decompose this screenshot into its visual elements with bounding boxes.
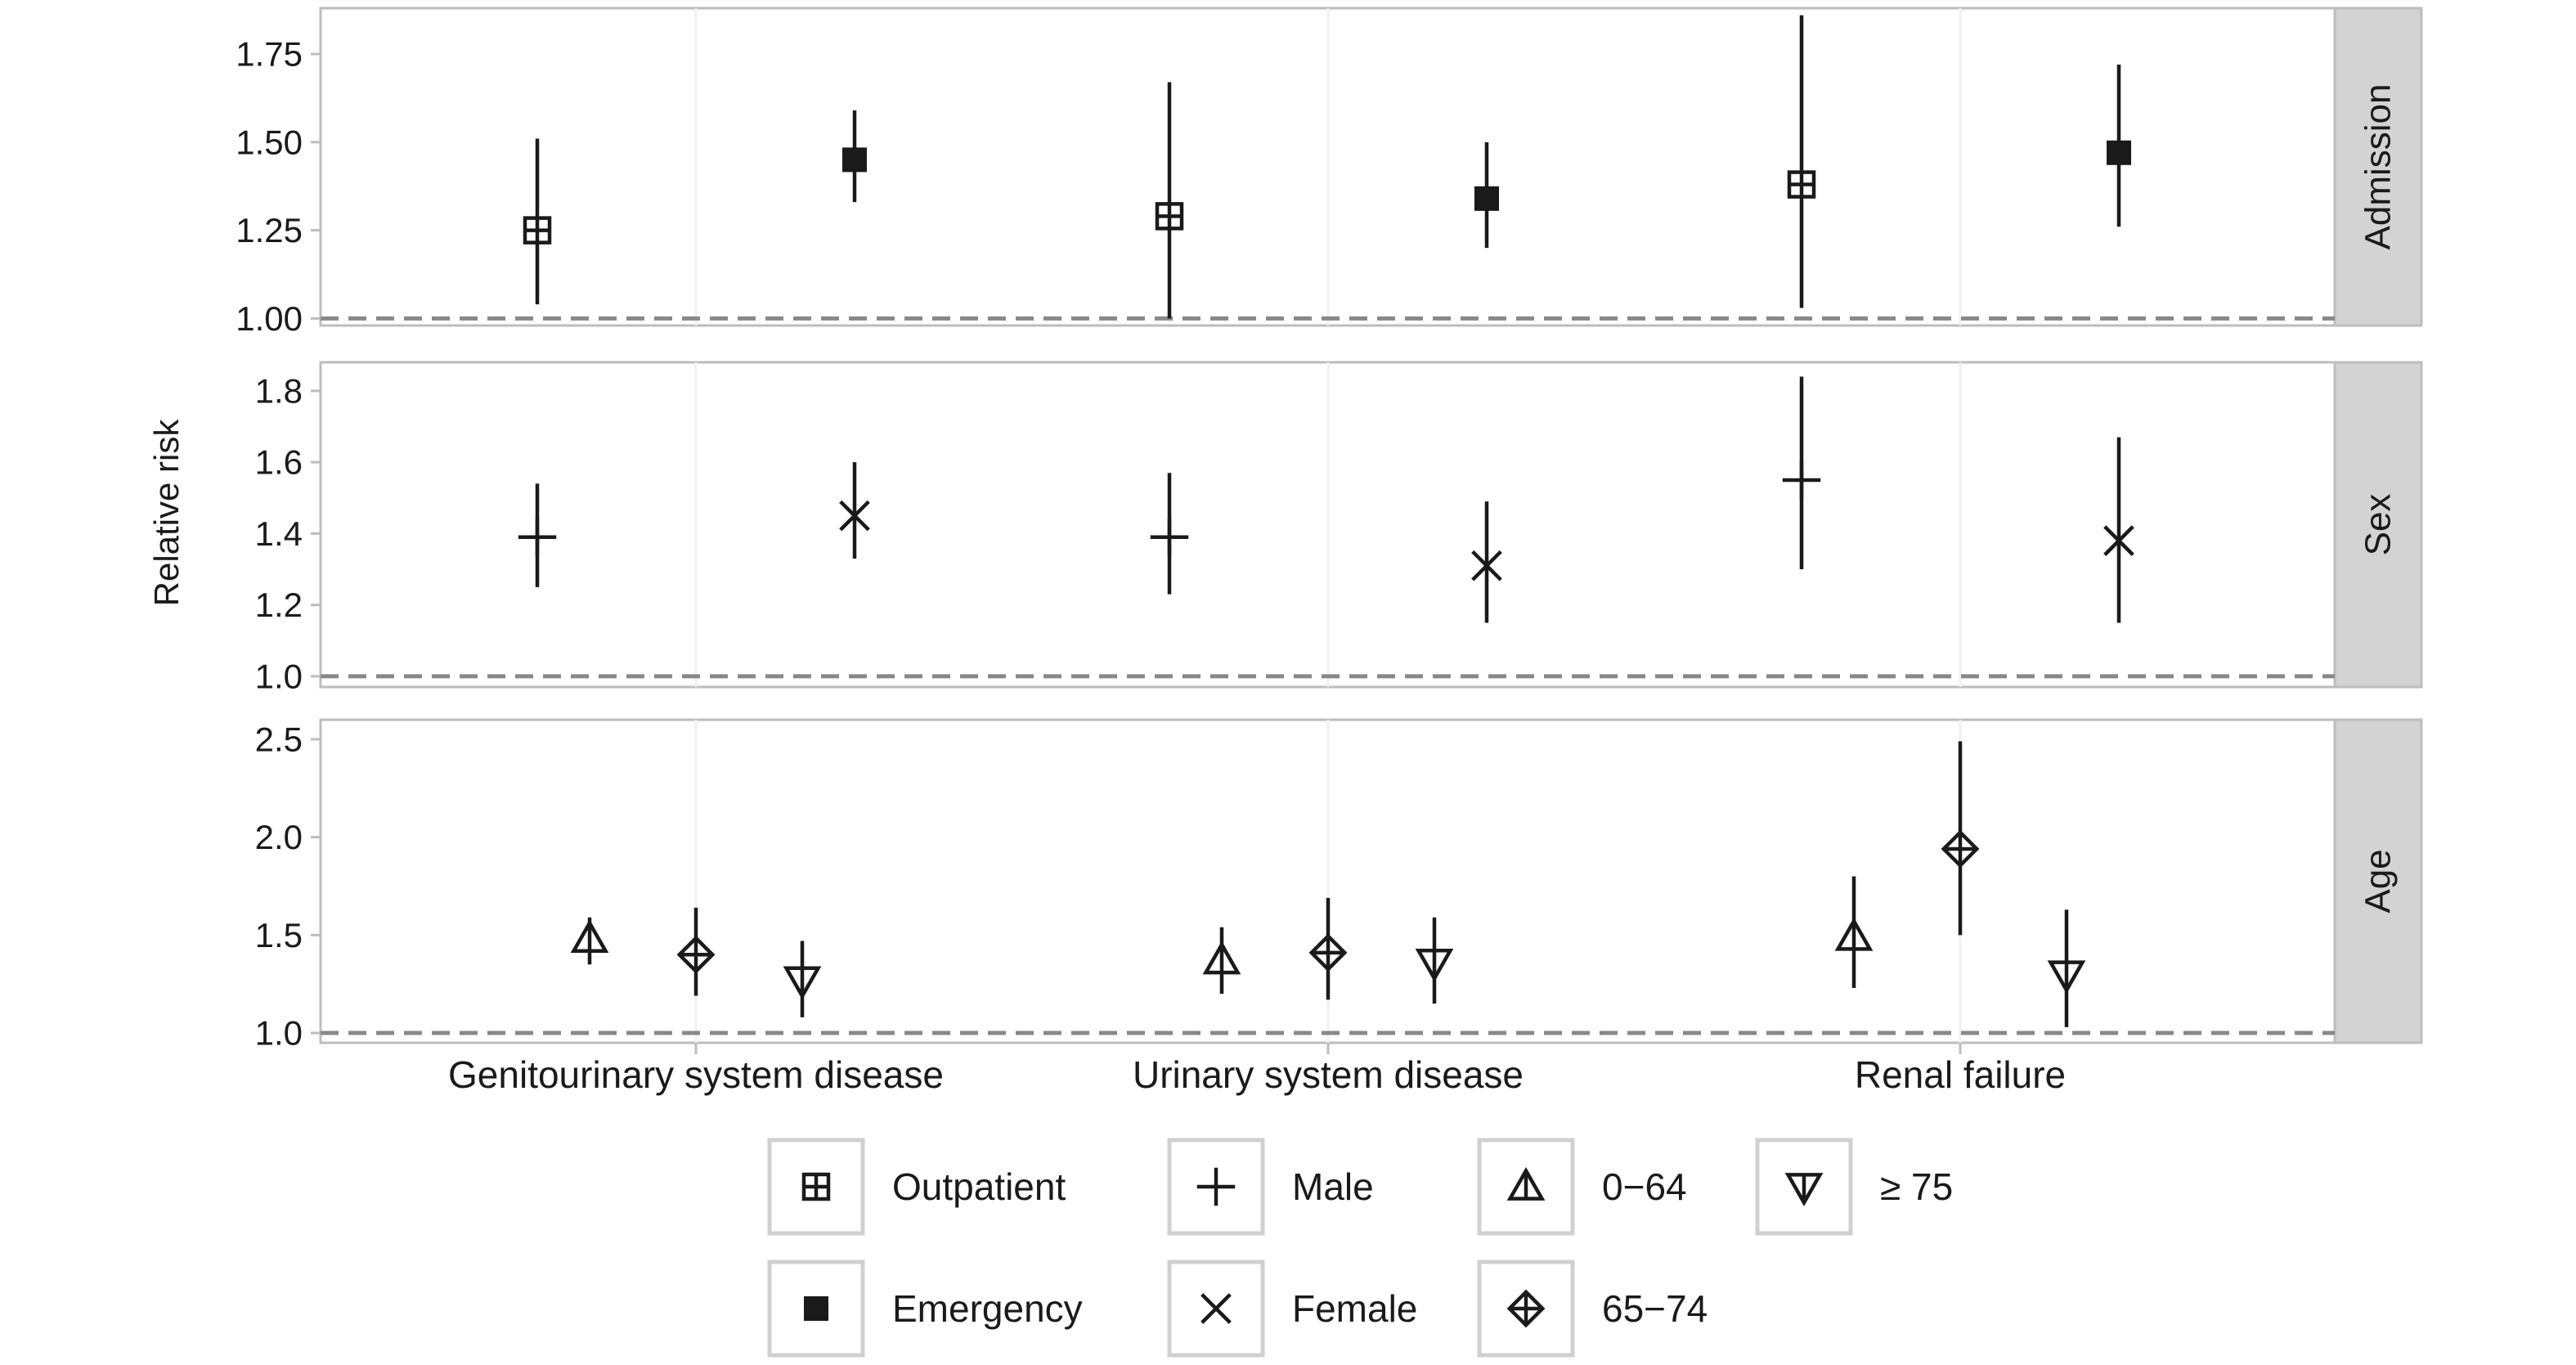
- point-65-74-genitourinary-system-disease: [676, 935, 716, 974]
- y-tick-label: 1.2: [255, 586, 303, 624]
- panel-age: Age 1.0 1.5 2.0 2.5: [255, 718, 2423, 1053]
- point-75-genitourinary-system-disease: [783, 966, 822, 1000]
- x-category-label: Renal failure: [1855, 1053, 2066, 1096]
- series-outpatient: [523, 15, 1816, 319]
- legend-marker-male: [1196, 1167, 1236, 1206]
- x-category-label: Genitourinary system disease: [448, 1053, 944, 1096]
- strip-box: [2333, 361, 2423, 689]
- legend-item-0-64: 0−64: [1477, 1138, 1687, 1236]
- point-emergency-renal-failure: [2107, 140, 2131, 165]
- legend-label: Emergency: [892, 1287, 1083, 1330]
- point-outpatient-renal-failure: [1787, 170, 1816, 199]
- point-75-renal-failure: [2047, 960, 2086, 995]
- legend-marker-emergency: [804, 1296, 828, 1321]
- point-male-genitourinary-system-disease: [518, 518, 557, 557]
- point-65-74-renal-failure: [1941, 829, 1980, 869]
- y-tick-label: 1.8: [255, 371, 303, 410]
- x-category-label: Urinary system disease: [1133, 1053, 1524, 1096]
- y-tick-label: 1.25: [236, 211, 303, 249]
- strip-label-age: Age: [2358, 849, 2399, 913]
- series-emergency: [842, 64, 2131, 249]
- legend-marker-0-64: [1506, 1166, 1546, 1201]
- legend-label: 65−74: [1602, 1287, 1708, 1330]
- legend-item-female: Female: [1167, 1259, 1417, 1358]
- point-female-urinary-system-disease: [1471, 550, 1502, 581]
- point-65-74-urinary-system-disease: [1308, 933, 1348, 972]
- legend-label: Outpatient: [892, 1165, 1066, 1208]
- point-male-urinary-system-disease: [1150, 518, 1189, 557]
- legend-label: ≥ 75: [1880, 1165, 1953, 1208]
- y-axis-label: Relative risk: [147, 419, 186, 607]
- y-tick-label: 2.5: [255, 720, 303, 758]
- y-tick-label: 1.0: [255, 1014, 303, 1053]
- legend: Outpatient Male 0−64 ≥ 75 Emergency Female 65−…: [767, 1138, 1953, 1358]
- y-tick-label: 1.4: [255, 514, 303, 553]
- legend-label: Female: [1292, 1287, 1417, 1330]
- point-emergency-urinary-system-disease: [1474, 186, 1499, 211]
- panel-admission: Admission 1.00 1.25 1.50 1.75: [236, 7, 2423, 338]
- series-female: [839, 437, 2134, 623]
- y-tick-label: 1.0: [255, 657, 303, 695]
- point-male-renal-failure: [1782, 460, 1821, 500]
- strip-box: [2333, 718, 2423, 1044]
- legend-item-male: Male: [1167, 1138, 1374, 1236]
- y-tick-label: 1.00: [236, 299, 303, 338]
- series-male: [518, 376, 1821, 595]
- series-65-74: [676, 741, 1980, 1000]
- strip-box: [2333, 7, 2423, 327]
- y-tick-label: 1.50: [236, 123, 303, 161]
- point-female-genitourinary-system-disease: [839, 500, 870, 532]
- strip-label-admission: Admission: [2358, 84, 2399, 250]
- panel-sex: Sex 1.0 1.2 1.4 1.6 1.8: [255, 361, 2423, 695]
- y-tick-label: 1.6: [255, 443, 303, 482]
- legend-marker-female: [1200, 1293, 1232, 1324]
- y-tick-label: 2.0: [255, 818, 303, 856]
- legend-label: 0−64: [1602, 1165, 1687, 1208]
- x-axis: Genitourinary system disease Urinary syst…: [448, 1043, 2066, 1096]
- point-75-urinary-system-disease: [1415, 948, 1454, 982]
- y-tick-label: 1.75: [236, 35, 303, 74]
- legend-label: Male: [1292, 1165, 1374, 1208]
- legend-item-emergency: Emergency: [767, 1259, 1083, 1358]
- point-female-renal-failure: [2103, 525, 2134, 556]
- legend-key-box: [1167, 1138, 1265, 1236]
- series-75: [783, 909, 2086, 1027]
- point-outpatient-urinary-system-disease: [1155, 202, 1184, 231]
- point-0-64-genitourinary-system-disease: [570, 919, 609, 953]
- point-emergency-genitourinary-system-disease: [842, 147, 867, 173]
- legend-item-65-74: 65−74: [1477, 1259, 1708, 1358]
- point-outpatient-genitourinary-system-disease: [523, 216, 552, 245]
- y-tick-label: 1.5: [255, 916, 303, 954]
- series-0-64: [570, 876, 1874, 995]
- legend-marker-outpatient: [801, 1172, 831, 1201]
- legend-marker-75: [1784, 1173, 1824, 1207]
- legend-marker-65-74: [1506, 1289, 1546, 1328]
- point-0-64-renal-failure: [1834, 917, 1874, 951]
- point-0-64-urinary-system-disease: [1202, 941, 1241, 975]
- strip-label-sex: Sex: [2358, 494, 2399, 556]
- legend-item-outpatient: Outpatient: [767, 1138, 1066, 1236]
- legend-item-75: ≥ 75: [1755, 1138, 1953, 1236]
